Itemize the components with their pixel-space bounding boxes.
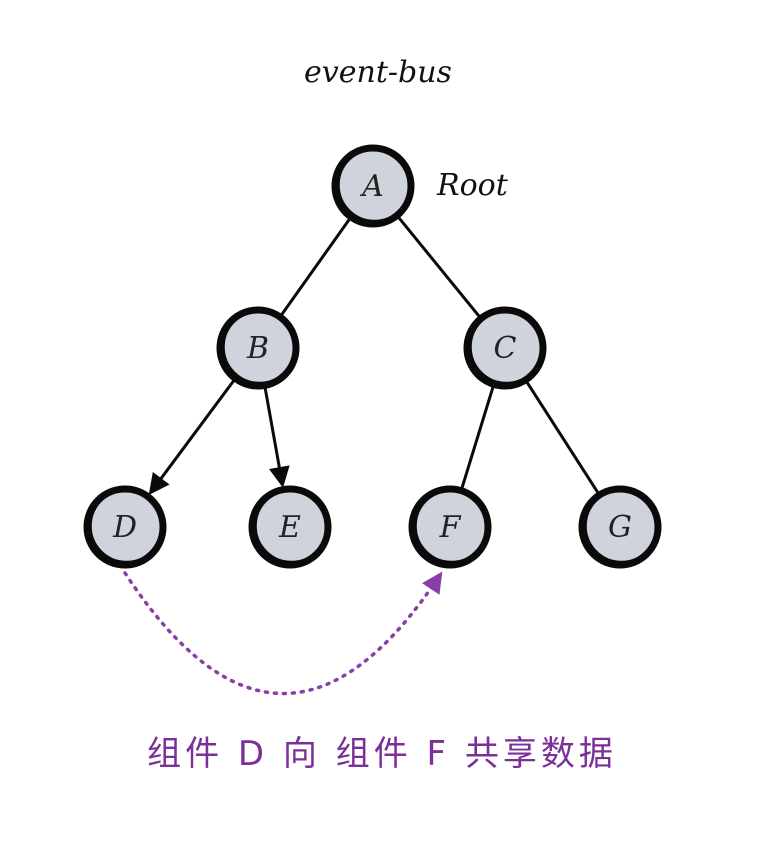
edge-a-c <box>395 213 483 321</box>
share-layer <box>123 571 443 696</box>
edge-b-d <box>148 377 237 496</box>
node-label: F <box>439 510 462 545</box>
node-label: B <box>246 331 269 366</box>
edges-layer <box>148 213 601 497</box>
caption-text: 组件 D 向 组件 F 共享数据 <box>147 734 617 774</box>
root-label: Root <box>436 168 509 203</box>
node-label: E <box>278 510 301 545</box>
node-label: D <box>112 510 137 545</box>
node-a: A <box>331 144 415 228</box>
edge-c-g <box>524 378 601 497</box>
nodes-layer: A B C D E F G <box>83 144 662 569</box>
node-g: G <box>578 485 662 569</box>
node-c: C <box>463 306 547 390</box>
node-circle-outline <box>469 309 544 385</box>
share-arrow-d-to-f <box>123 571 443 696</box>
diagram-title: event-bus <box>304 55 452 90</box>
node-b: B <box>216 306 300 390</box>
node-circle-outline <box>414 488 489 564</box>
node-label: A <box>359 169 384 204</box>
node-circle-outline <box>584 488 659 564</box>
node-d: D <box>83 485 167 569</box>
node-e: E <box>248 485 332 569</box>
edge-c-f <box>459 382 496 493</box>
node-circle-outline <box>337 147 412 223</box>
node-circle-outline <box>254 488 329 564</box>
edge-a-b <box>278 215 353 319</box>
node-f: F <box>408 485 492 569</box>
node-label: G <box>608 510 632 545</box>
node-circle-outline <box>222 309 297 385</box>
node-circle-outline <box>89 488 164 564</box>
node-label: C <box>494 331 517 366</box>
edge-b-e <box>263 383 290 488</box>
